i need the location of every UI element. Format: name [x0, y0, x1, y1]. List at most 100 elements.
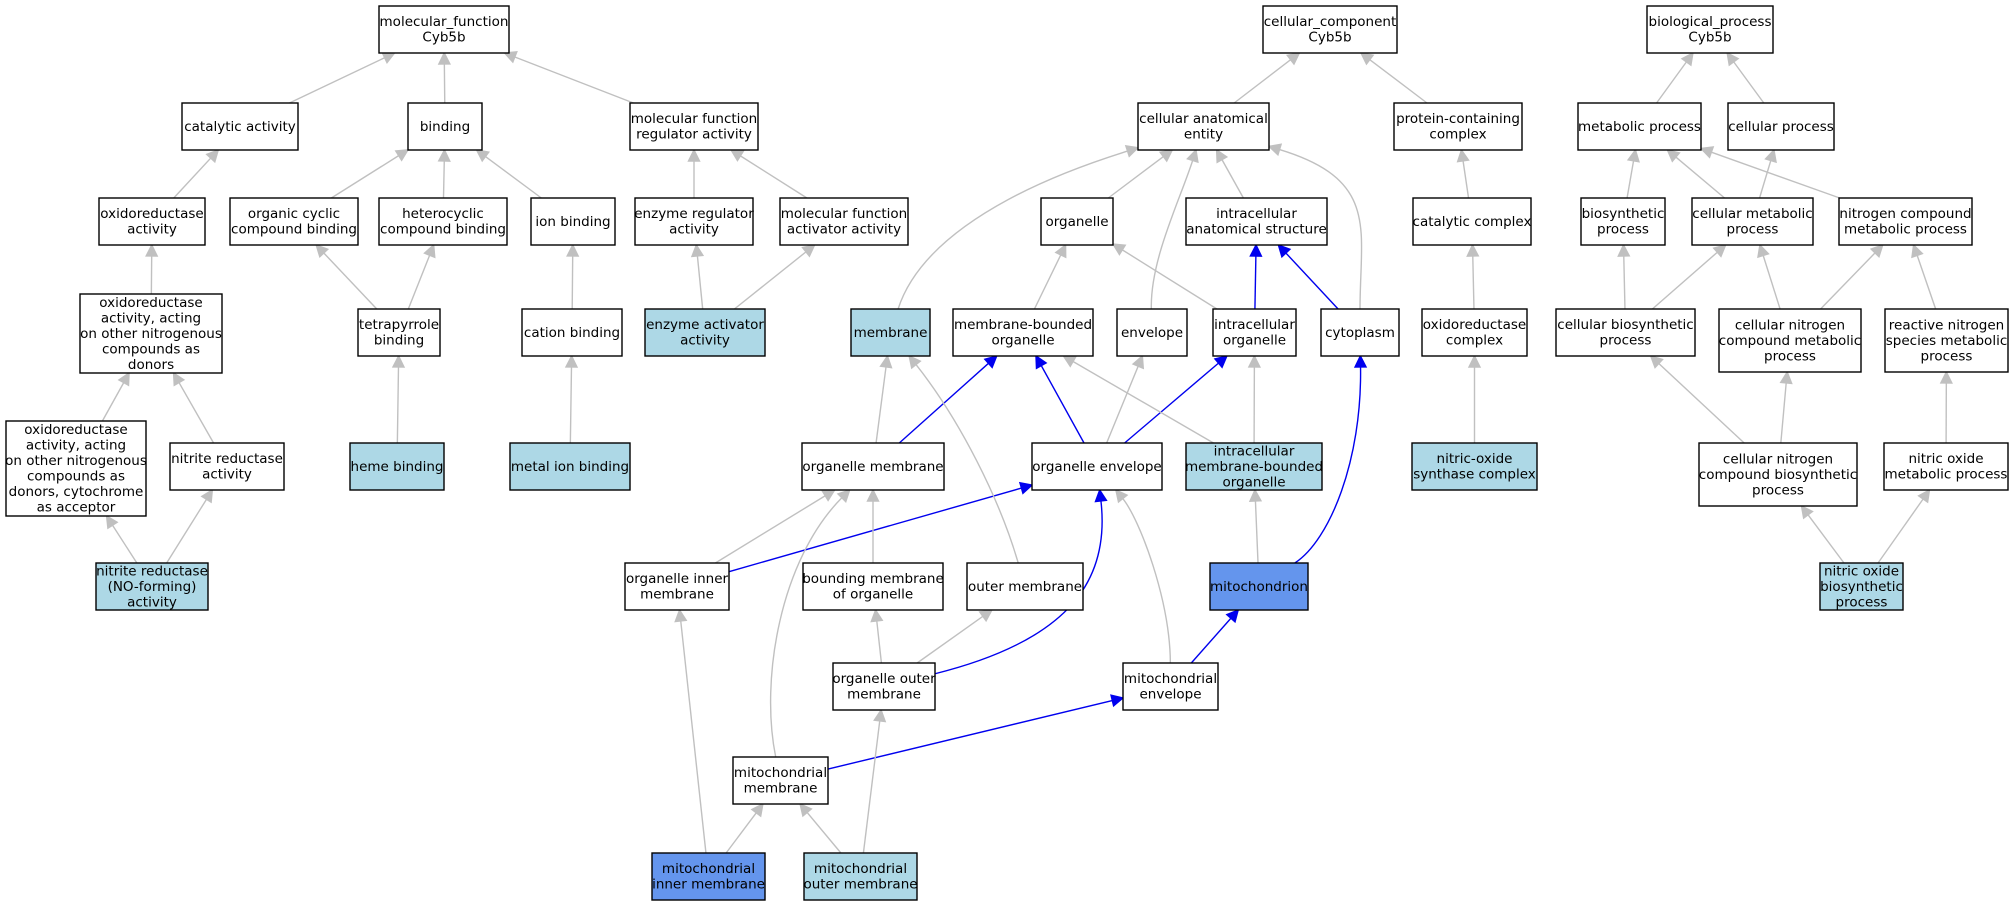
edge-mito-to-cyto [1294, 354, 1368, 564]
node-om: outer membrane [966, 562, 1084, 611]
edge-line [1369, 59, 1428, 104]
node-label-line: compounds as [27, 469, 125, 485]
edge-oxncyt-to-oxn [101, 371, 130, 422]
node-label-line: ion binding [535, 214, 610, 230]
edge-line [733, 251, 807, 310]
edge-arrowhead [978, 609, 994, 623]
node-label-line: intracellular [1216, 206, 1297, 222]
edge-arrowhead [1359, 52, 1375, 66]
edge-line [1472, 255, 1475, 310]
node-label-line: biosynthetic [1820, 579, 1903, 595]
node-box [1646, 5, 1774, 54]
edge-metal-to-cation [564, 354, 579, 444]
edge-line [1758, 160, 1772, 199]
node-label-line: entity [1184, 127, 1223, 143]
edge-hcyc-to-bind [437, 148, 451, 199]
node-label-line: activity [127, 594, 177, 610]
node-box [1040, 197, 1114, 246]
edge-bmo-to-orgmem [866, 488, 880, 563]
edge-line [875, 366, 887, 444]
node-label-line: compound binding [380, 222, 506, 238]
node-label-line: enzyme regulator [634, 206, 754, 222]
edge-line [514, 56, 634, 104]
node-label-line: heme binding [351, 459, 444, 475]
edge-arrowhead [1158, 149, 1174, 163]
edge-nos-to-oxrcx [1467, 354, 1482, 443]
node-box [629, 102, 759, 151]
edge-cation-to-ion [566, 243, 580, 310]
node-box [1411, 442, 1538, 491]
node-box [79, 293, 223, 374]
node-org: organelle [1040, 197, 1114, 246]
edge-io-to-org [1111, 243, 1218, 310]
node-mito: mitochondrion [1209, 562, 1309, 611]
node-label-line: organelle membrane [802, 459, 943, 475]
node-label-line: activity [680, 333, 730, 349]
edge-line [1107, 156, 1164, 199]
node-label-line: Cyb5b [422, 30, 465, 46]
edge-line [1254, 255, 1257, 310]
edge-memb-to-cae [897, 144, 1140, 310]
node-label-line: tetrapyrrole [359, 317, 439, 333]
node-box [1185, 442, 1323, 491]
edge-arrowhead [729, 149, 745, 162]
node-box [732, 756, 829, 805]
node-box [651, 852, 766, 901]
node-label-line: metabolic process [1885, 467, 2008, 483]
edge-line [1294, 366, 1362, 564]
edge-line [1233, 59, 1292, 104]
node-nitno: nitrite reductase(NO-forming)activity [95, 562, 209, 611]
node-box [530, 197, 616, 246]
edge-line [330, 155, 400, 199]
edge-cncbp-to-cbp [1649, 354, 1745, 444]
node-label-line: activity [669, 222, 719, 238]
node-metab: metabolic process [1577, 102, 1702, 151]
node-label-line: species metabolic [1886, 333, 2008, 349]
node-label-line: compound biosynthetic [1699, 467, 1857, 483]
node-label-line: bounding membrane [802, 571, 944, 587]
edge-arrowhead [381, 52, 396, 65]
edge-menv-to-mito [1190, 608, 1240, 664]
edge-arrowhead [564, 354, 579, 368]
node-label-line: cellular nitrogen [1723, 451, 1833, 467]
edge-line [1462, 160, 1470, 199]
edge-orgenv-to-io [1124, 354, 1229, 444]
node-box [229, 197, 359, 246]
node-label-line: membrane [744, 781, 818, 797]
node-label-line: activity, acting [101, 310, 201, 326]
node-box [952, 308, 1094, 357]
edge-line [442, 160, 445, 199]
node-box [98, 197, 206, 246]
edge-arrowhead [1131, 354, 1145, 370]
edge-line [1190, 617, 1232, 664]
node-label-line: (NO-forming) [108, 579, 197, 595]
edge-cyto-to-cae [1267, 143, 1363, 310]
node-label-line: compound metabolic [1719, 333, 1861, 349]
edge-line [1711, 151, 1840, 199]
node-cellp: cellular process [1727, 102, 1835, 151]
edge-org-to-cae [1107, 149, 1174, 199]
node-box [1185, 197, 1328, 246]
edge-metab-to-bp [1656, 51, 1694, 104]
edge-enzreg-to-mfreg [687, 148, 701, 198]
node-label-line: membrane-bounded [954, 317, 1092, 333]
node-label-line: process [1727, 222, 1779, 238]
node-label-line: process [1752, 482, 1804, 498]
edge-cbp-to-cmp [1651, 243, 1727, 310]
edge-line [696, 255, 704, 310]
edge-line [1106, 365, 1139, 444]
edge-arrowhead [908, 354, 922, 370]
node-metal: metal ion binding [509, 442, 631, 491]
edge-arrowhead [145, 243, 159, 257]
node-label-line: synthase complex [1413, 467, 1536, 483]
edge-line [1623, 255, 1626, 310]
